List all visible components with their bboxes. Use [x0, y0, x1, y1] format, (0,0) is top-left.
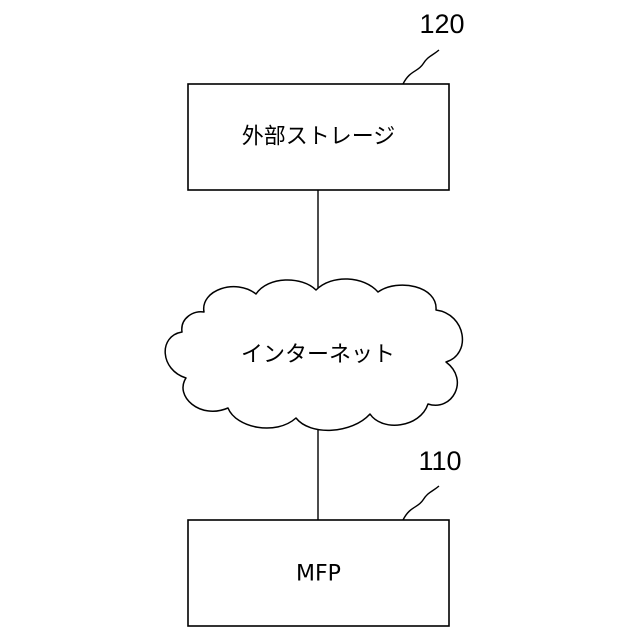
internet-node: インターネット [165, 279, 462, 430]
ref-110-label: 110 [418, 446, 461, 476]
ref-120-label: 120 [419, 9, 464, 39]
ref-110-leader [403, 486, 439, 520]
external-storage-label: 外部ストレージ [242, 125, 396, 150]
mfp-node: MFP [188, 520, 449, 626]
external-storage-node: 外部ストレージ [188, 84, 449, 190]
ref-110: 110 [403, 446, 462, 520]
ref-120-leader [403, 50, 439, 84]
ref-120: 120 [403, 9, 465, 84]
mfp-label: MFP [296, 562, 341, 587]
internet-label: インターネット [241, 343, 395, 368]
